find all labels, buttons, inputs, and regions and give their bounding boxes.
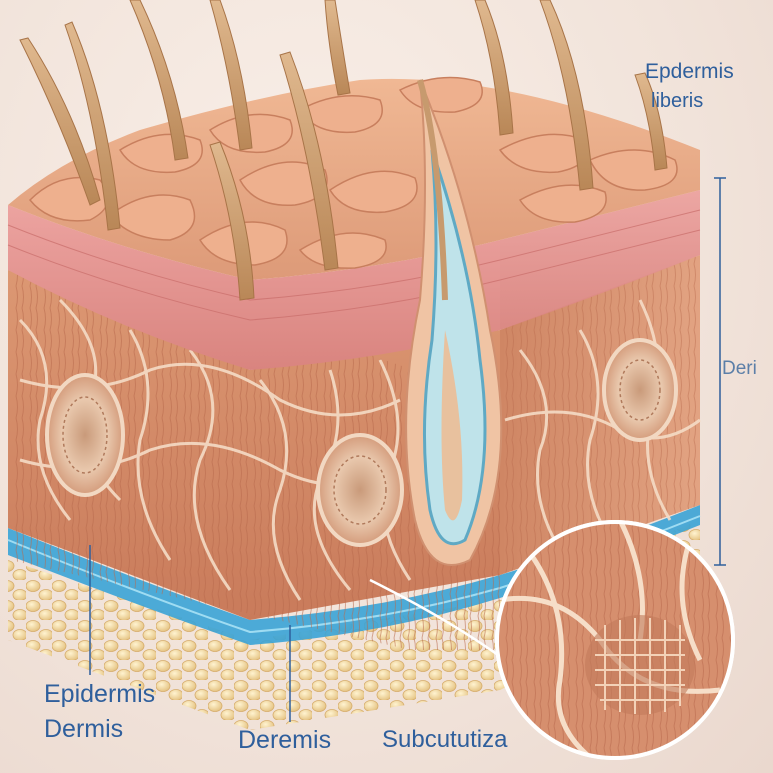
label-bottom-subcutis: Subcututiza (382, 726, 508, 753)
label-bottom-deremis: Deremis (238, 726, 332, 754)
fat-layer-front (8, 560, 500, 730)
label-side-dermis: Deri (722, 358, 757, 379)
label-top-liberis: liberis (651, 90, 704, 112)
epidermis-band-front (8, 205, 500, 370)
epidermis-band-right (500, 190, 700, 330)
hair-strands (19, 0, 668, 301)
label-bottom-epidermis: Epidermis (44, 680, 156, 708)
label-top-epidermis: Epdermis (645, 60, 734, 83)
label-leaders (89, 177, 726, 722)
gland-left (45, 373, 125, 497)
blue-membrane (8, 505, 700, 645)
gland-center (316, 433, 404, 547)
gland-right (602, 338, 678, 442)
hair-follicle (405, 79, 503, 566)
label-bottom-dermis: Dermis (44, 715, 124, 743)
zoom-detail-circle (495, 520, 735, 760)
